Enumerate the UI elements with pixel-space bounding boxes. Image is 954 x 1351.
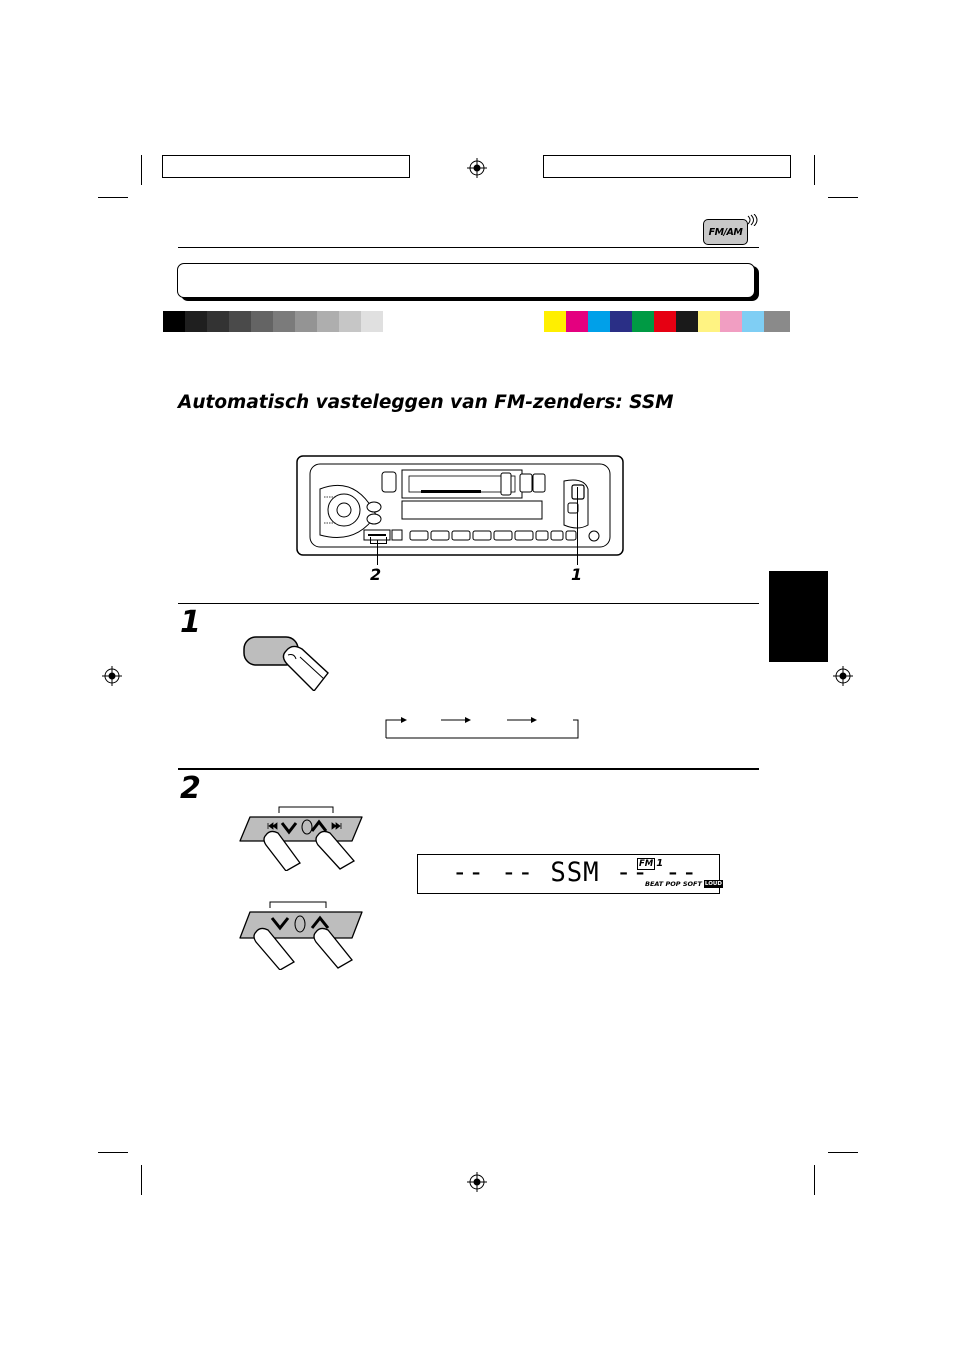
callout-bracket-left [370, 537, 387, 544]
color-swatch [566, 311, 588, 332]
gray-swatch [229, 311, 251, 332]
color-swatch [676, 311, 698, 332]
registration-mark-icon [833, 666, 853, 686]
callout-label-right: 1 [571, 565, 583, 584]
registration-mark-icon [467, 1172, 487, 1192]
header-rule [178, 247, 759, 248]
step-divider [178, 603, 759, 604]
gray-swatch [207, 311, 229, 332]
process-color-bar [543, 155, 791, 332]
gray-swatch [361, 311, 383, 332]
receiver-front-panel-illustration [296, 455, 624, 556]
registration-mark-icon [467, 158, 487, 178]
color-swatch [742, 311, 764, 332]
callout-label-left: 2 [370, 565, 382, 584]
gray-swatch [383, 311, 409, 332]
language-tab [769, 571, 828, 662]
signal-waves-icon [747, 214, 758, 226]
color-swatch [632, 311, 654, 332]
sound-mode-indicators: BEAT POP SOFT LOUD [645, 880, 723, 888]
callout-leader-left [377, 540, 378, 565]
color-swatch [654, 311, 676, 332]
registration-mark-icon [102, 666, 122, 686]
color-swatch [698, 311, 720, 332]
step-divider [178, 768, 759, 770]
callout-leader-right [577, 487, 578, 565]
gray-swatch [339, 311, 361, 332]
fm-am-badge: FM/AM [703, 219, 748, 245]
crop-mark [828, 1152, 858, 1153]
color-swatch [588, 311, 610, 332]
lcd-segment-text: -- -- SSM -- -- [452, 857, 698, 888]
color-swatch [720, 311, 742, 332]
band-number: 1 [656, 858, 664, 869]
color-swatch [764, 311, 790, 332]
crop-mark [814, 155, 815, 185]
crop-mark [98, 1152, 128, 1153]
band-indicator-badge: FM [637, 858, 656, 870]
crop-mark [98, 197, 128, 198]
crop-mark [814, 1165, 815, 1195]
step-number: 2 [180, 771, 201, 806]
loud-badge: LOUD [703, 880, 723, 888]
lcd-display: -- -- SSM -- -- FM 1 BEAT POP SOFT LOUD [417, 854, 723, 894]
gray-swatch [317, 311, 339, 332]
press-button-illustration [243, 636, 329, 691]
color-swatch [544, 311, 566, 332]
band-cycle-arrows [385, 717, 579, 739]
color-swatch [610, 311, 632, 332]
gray-swatch [295, 311, 317, 332]
crop-mark [828, 197, 858, 198]
band-indicator: FM 1 [637, 858, 663, 870]
grayscale-color-bar [162, 155, 410, 332]
gray-swatch [273, 311, 295, 332]
crop-mark [141, 1165, 142, 1195]
fm-am-badge-label: FM/AM [708, 226, 743, 238]
gray-swatch [251, 311, 273, 332]
gray-swatch [163, 311, 185, 332]
seek-buttons-press-illustration [239, 806, 363, 871]
title-box [177, 263, 755, 298]
crop-mark [141, 155, 142, 185]
gray-swatch [185, 311, 207, 332]
sound-modes-label: BEAT POP SOFT [645, 880, 702, 888]
seek-buttons-press-illustration-alt [239, 901, 363, 970]
section-heading: Automatisch vasteleggen van FM-zenders: … [178, 392, 674, 413]
step-number: 1 [180, 605, 201, 640]
